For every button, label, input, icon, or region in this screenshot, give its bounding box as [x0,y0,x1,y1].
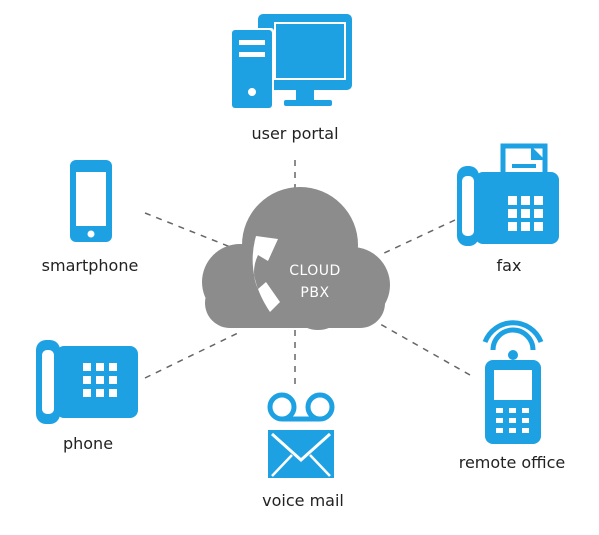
connector-phone [144,332,239,379]
user-portal-label: user portal [251,124,339,143]
desk-phone-icon [36,340,138,424]
smartphone-label: smartphone [41,256,139,275]
voice-mail-label: voice mail [262,491,344,510]
cloud-label-line1: CLOUD [289,263,341,279]
remote-office-label: remote office [458,453,566,472]
connector-fax [379,219,456,256]
voicemail-envelope-icon [267,392,335,478]
desktop-computer-icon [230,14,352,110]
connectors [144,160,471,385]
fax-label: fax [496,256,522,275]
smartphone-icon [70,160,112,242]
cloud-pbx-icon [202,187,390,330]
wireless-mobile-icon [482,320,544,444]
connector-smartphone [144,212,239,251]
fax-machine-icon [457,143,559,246]
cloud-label-line2: PBX [300,285,330,301]
connector-remote-office [372,319,471,376]
handset-icon [252,236,280,312]
phone-label: phone [62,434,114,453]
